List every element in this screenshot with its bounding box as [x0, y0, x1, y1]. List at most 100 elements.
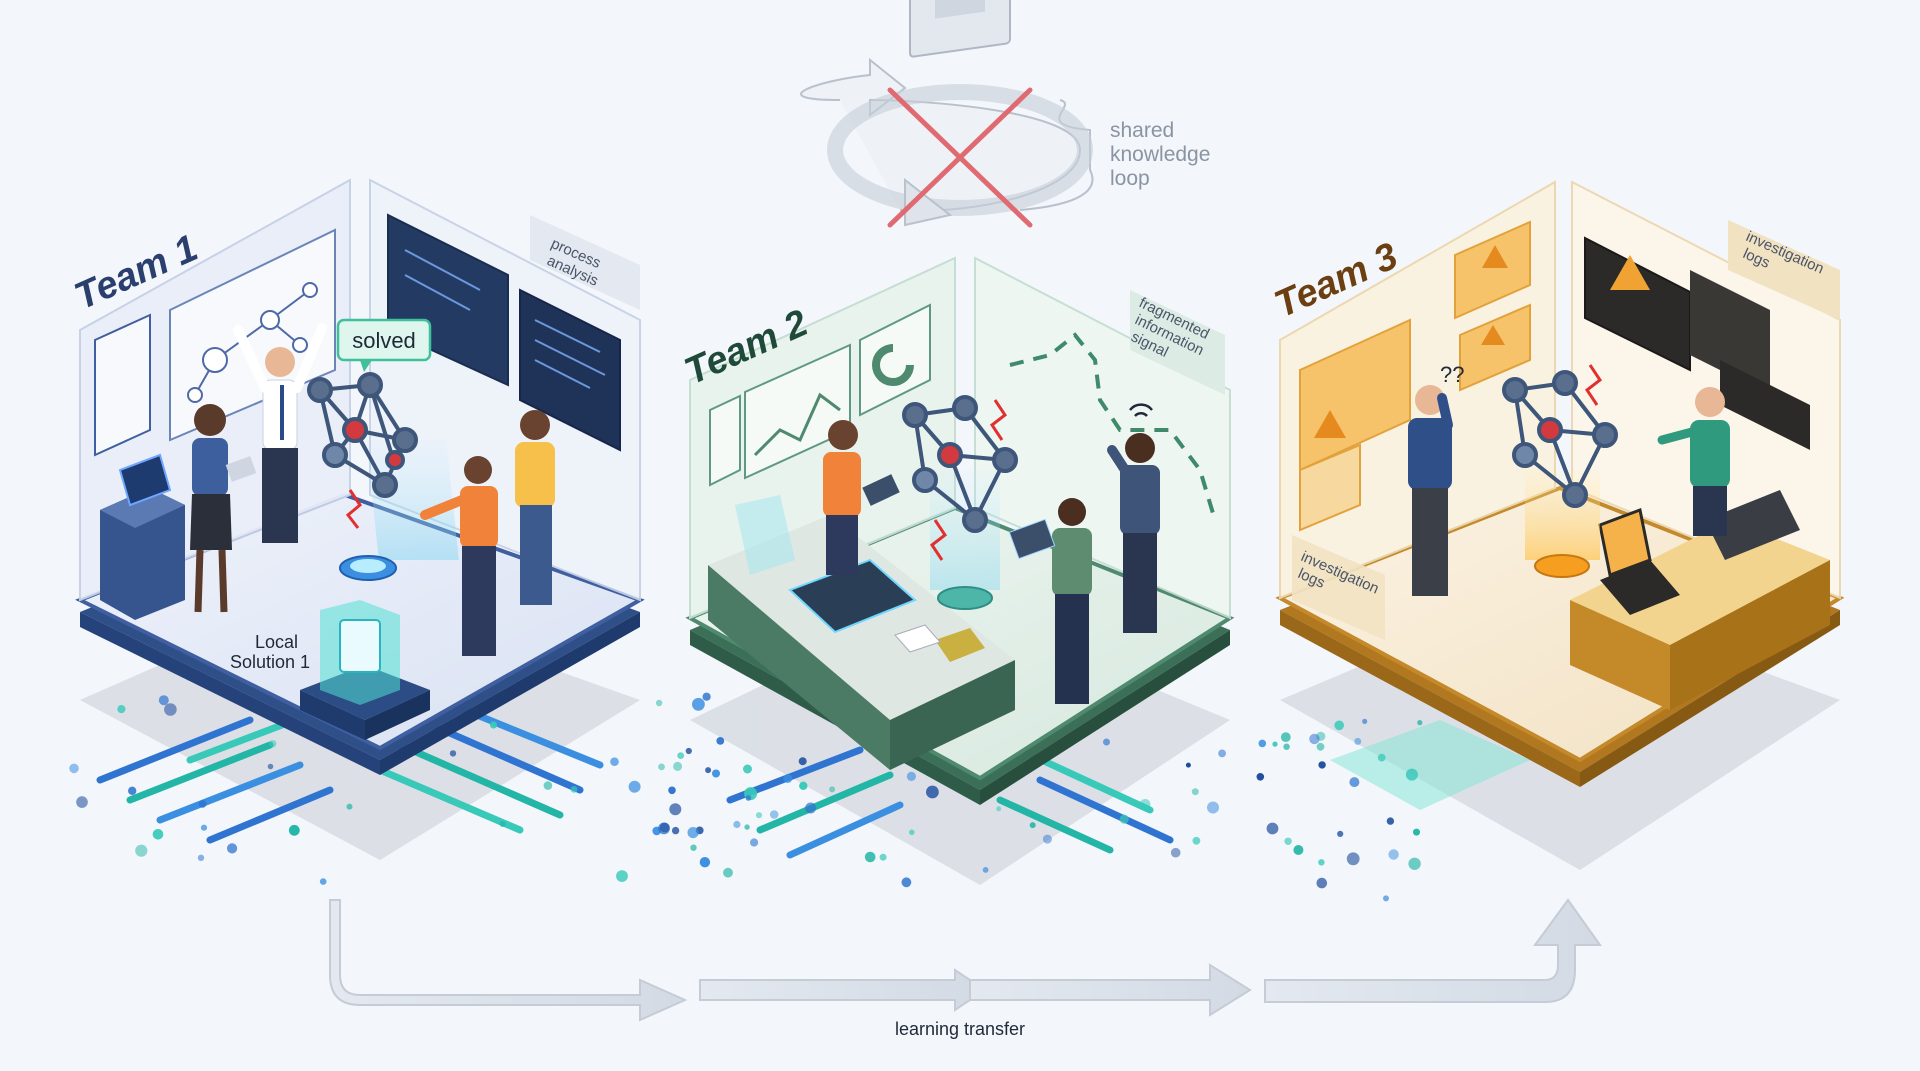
- loop-label-line-3: loop: [1110, 167, 1150, 190]
- data-dot: [76, 796, 88, 808]
- data-dot: [655, 699, 663, 707]
- data-dot: [1346, 852, 1360, 866]
- data-dot: [1185, 762, 1191, 768]
- data-dot: [1318, 859, 1325, 866]
- solved-bubble-text: solved: [352, 328, 416, 353]
- team2-people: [823, 403, 1160, 704]
- data-dot: [799, 781, 808, 790]
- data-dot: [1207, 801, 1219, 814]
- data-dot: [702, 692, 711, 701]
- data-dot: [1354, 737, 1362, 745]
- data-dot: [489, 721, 498, 729]
- data-dot: [1284, 837, 1292, 845]
- learning-transfer-label: learning transfer: [895, 1019, 1025, 1039]
- data-dot: [288, 824, 300, 836]
- data-dot: [1417, 720, 1423, 726]
- data-dot: [570, 786, 578, 793]
- data-dot: [1119, 814, 1129, 824]
- data-dot: [499, 821, 506, 827]
- data-dot: [1383, 895, 1389, 902]
- data-dot: [723, 867, 733, 878]
- data-dot: [712, 769, 720, 778]
- data-dot: [733, 820, 741, 829]
- data-dot: [1377, 753, 1386, 762]
- data-dot: [692, 697, 705, 711]
- data-dot: [1266, 822, 1279, 835]
- data-dot: [685, 747, 692, 755]
- solved-bubble: solved: [336, 318, 432, 372]
- data-dot: [744, 824, 750, 830]
- data-dot: [1405, 768, 1418, 781]
- data-stream-team2: [726, 746, 1174, 859]
- data-dot: [690, 844, 697, 851]
- data-dot: [687, 827, 699, 839]
- data-dot: [1272, 741, 1278, 747]
- team3-people: ??: [1408, 362, 1730, 596]
- data-dot: [1218, 749, 1226, 758]
- data-dot: [1256, 773, 1265, 781]
- team3-network-icon: [1502, 370, 1618, 508]
- data-dot: [628, 780, 641, 793]
- data-dot: [1042, 834, 1052, 844]
- data-dot: [1362, 718, 1368, 725]
- team3-room: investigation logs investigation logs Te…: [1269, 180, 1845, 787]
- data-dot: [1192, 836, 1201, 845]
- data-dot: [128, 786, 137, 795]
- data-dot: [152, 829, 164, 840]
- data-dot: [1408, 857, 1421, 870]
- data-dot: [1316, 877, 1328, 889]
- data-dot: [926, 785, 939, 799]
- data-dot: [449, 750, 457, 757]
- data-dot: [783, 774, 793, 783]
- data-dot: [1337, 830, 1344, 838]
- data-dot: [1386, 817, 1395, 825]
- data-dot: [798, 757, 807, 766]
- team3-question-marks: ??: [1440, 362, 1464, 387]
- data-dot: [906, 771, 917, 782]
- data-dot: [1139, 799, 1151, 810]
- data-dot: [673, 761, 683, 771]
- data-dot: [864, 851, 876, 863]
- team2-room: fragmented information signal Team 2: [679, 256, 1235, 805]
- data-dot: [745, 795, 752, 801]
- data-dot: [164, 703, 177, 716]
- data-dot: [158, 695, 169, 706]
- data-dot: [750, 838, 759, 847]
- data-dot: [659, 822, 670, 833]
- team2-network-icon: [902, 395, 1018, 533]
- data-dot: [319, 878, 327, 885]
- data-dot: [1349, 777, 1360, 788]
- team1-solution-line-1: Local: [255, 632, 298, 652]
- local-solution-device: [300, 600, 430, 740]
- data-dot: [658, 763, 665, 771]
- data-dot: [669, 803, 682, 816]
- data-dot: [705, 767, 712, 774]
- team1-solution-line-2: Solution 1: [230, 652, 310, 672]
- data-dot: [677, 752, 685, 759]
- data-dot: [1170, 847, 1181, 858]
- data-dot: [901, 877, 912, 888]
- data-dot: [227, 843, 238, 854]
- data-dot: [1029, 822, 1036, 829]
- data-dot: [610, 757, 619, 766]
- data-dot: [1316, 742, 1325, 751]
- data-dot: [1280, 732, 1291, 742]
- data-dot: [1103, 738, 1110, 746]
- data-dot: [198, 800, 207, 808]
- learning-transfer-arrows: learning transfer: [329, 898, 1602, 1039]
- data-dot: [805, 802, 817, 814]
- data-dot: [755, 812, 763, 819]
- data-dot: [1388, 849, 1399, 860]
- data-dot: [1334, 720, 1344, 731]
- data-dot: [69, 763, 79, 774]
- data-dot: [829, 786, 836, 793]
- data-dot: [616, 870, 628, 882]
- data-dot: [1283, 743, 1290, 750]
- data-dot: [543, 781, 553, 790]
- data-dot: [1191, 788, 1199, 796]
- data-dot: [909, 829, 915, 836]
- data-dot: [135, 844, 148, 857]
- data-dot: [1413, 828, 1420, 836]
